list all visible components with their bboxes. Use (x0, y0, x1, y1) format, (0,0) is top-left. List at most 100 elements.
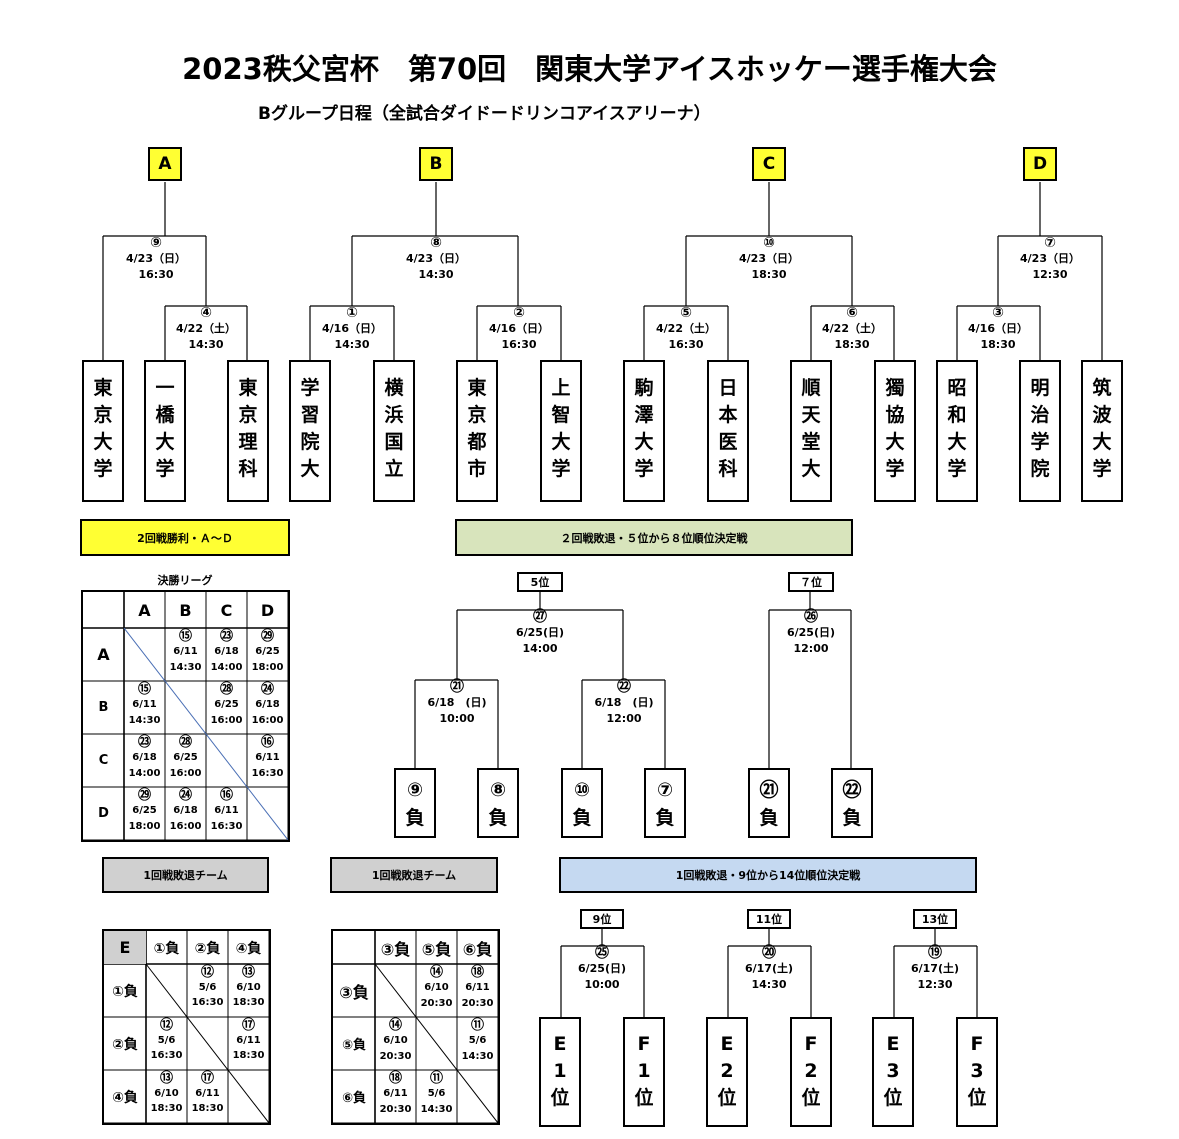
team-char: 市 (467, 458, 487, 480)
league-cell-date: 6/18 (255, 699, 280, 710)
team-char: 学 (300, 377, 320, 399)
league-cell-match-no: ⑬ (159, 1071, 173, 1086)
league-cell-time: 14:30 (461, 1051, 494, 1062)
league-cell-match-no: ㉘ (219, 682, 233, 697)
final-league-label: 決勝リーグ (157, 574, 213, 587)
team-char: 習 (300, 404, 320, 426)
placement-box-text: E (886, 1033, 900, 1055)
league-cell-time: 18:30 (232, 1050, 265, 1061)
team-box-8: 駒澤大学 (623, 360, 665, 502)
league-cell-date: 6/18 (132, 752, 157, 763)
team-char: 和 (947, 404, 967, 426)
team-char: 橋 (155, 404, 175, 426)
match-no: ㉕ (595, 945, 609, 961)
league-cell-time: 20:30 (461, 998, 494, 1009)
league-cell-date: 5/6 (468, 1035, 487, 1046)
league-cell-date: 6/11 (465, 982, 490, 993)
league-cell-date: 6/10 (236, 982, 261, 993)
placement-box-text: 位 (550, 1087, 570, 1109)
loser-box-text: 負 (759, 807, 779, 829)
loser-box-text: ㉒ (842, 779, 862, 801)
league-col-header: D (260, 600, 275, 620)
team-char: 学 (634, 458, 654, 480)
page-subtitle: Bグループ日程（全試合ダイドードリンコアイスアリーナ） (258, 104, 711, 124)
placement-box-text: E (553, 1033, 567, 1055)
group-c-box: C (752, 147, 786, 181)
league-cell-match-no: ㉙ (260, 629, 274, 644)
team-char: 学 (1092, 458, 1112, 480)
league-cell-time: 20:30 (379, 1051, 412, 1062)
placement-box-text: 1 (553, 1060, 567, 1082)
match-time: 10:00 (584, 978, 620, 991)
team-char: 京 (93, 404, 113, 426)
group-a-box: A (148, 147, 182, 181)
league-cell-date: 6/11 (383, 1088, 408, 1099)
league-cell-date: 6/11 (214, 805, 239, 816)
placement-box-text: 位 (967, 1087, 987, 1109)
team-char: 上 (551, 377, 571, 399)
team-box-7: 上智大学 (540, 360, 582, 502)
league-cell-date: 6/11 (236, 1035, 261, 1046)
match-time: 14:30 (751, 978, 787, 991)
team-char: 東 (238, 377, 258, 399)
team-char: 大 (1092, 431, 1112, 453)
league-cell-match-no: ⑰ (200, 1071, 214, 1086)
league-cell-date: 5/6 (198, 982, 217, 993)
team-box-14: 筑波大学 (1081, 360, 1123, 502)
league-cell-match-no: ㉔ (178, 788, 192, 803)
team-char: 大 (947, 431, 967, 453)
league-col-header: ④負 (235, 940, 262, 957)
league-cell-match-no: ⑮ (178, 629, 192, 644)
rank-5-label: 5位 (517, 572, 563, 592)
match-no: ⑳ (762, 945, 776, 961)
team-char: 医 (718, 431, 738, 453)
league-row-header: ④負 (112, 1089, 138, 1106)
league-cell-match-no: ㉔ (260, 682, 274, 697)
team-char: 智 (551, 404, 571, 426)
team-char: 駒 (634, 377, 654, 399)
loser-box-text: 負 (572, 807, 592, 829)
team-char: 学 (93, 458, 113, 480)
league-cell-time: 14:00 (210, 662, 243, 673)
team-char: 京 (238, 404, 258, 426)
league-cell-time: 16:00 (210, 715, 243, 726)
league-cell-match-no: ⑮ (137, 682, 151, 697)
team-char: 都 (467, 431, 487, 453)
team-char: 大 (155, 431, 175, 453)
team-box-11: 獨協大学 (874, 360, 916, 502)
placement-box-text: 3 (886, 1060, 900, 1082)
banner-losers-e: 1回戦敗退チーム (102, 857, 269, 893)
league-cell-date: 6/10 (154, 1088, 179, 1099)
loser-box-text: 負 (655, 807, 675, 829)
team-char: 本 (718, 404, 738, 426)
league-col-header: A (138, 600, 151, 620)
team-char: 昭 (947, 377, 967, 399)
league-row-header: C (98, 753, 109, 768)
league-row-header: ⑤負 (341, 1038, 366, 1053)
league-col-header: C (220, 600, 233, 620)
league-cell-date: 6/11 (195, 1088, 220, 1099)
league-cell-date: 6/11 (132, 699, 157, 710)
league-cell-date: 6/10 (424, 982, 449, 993)
